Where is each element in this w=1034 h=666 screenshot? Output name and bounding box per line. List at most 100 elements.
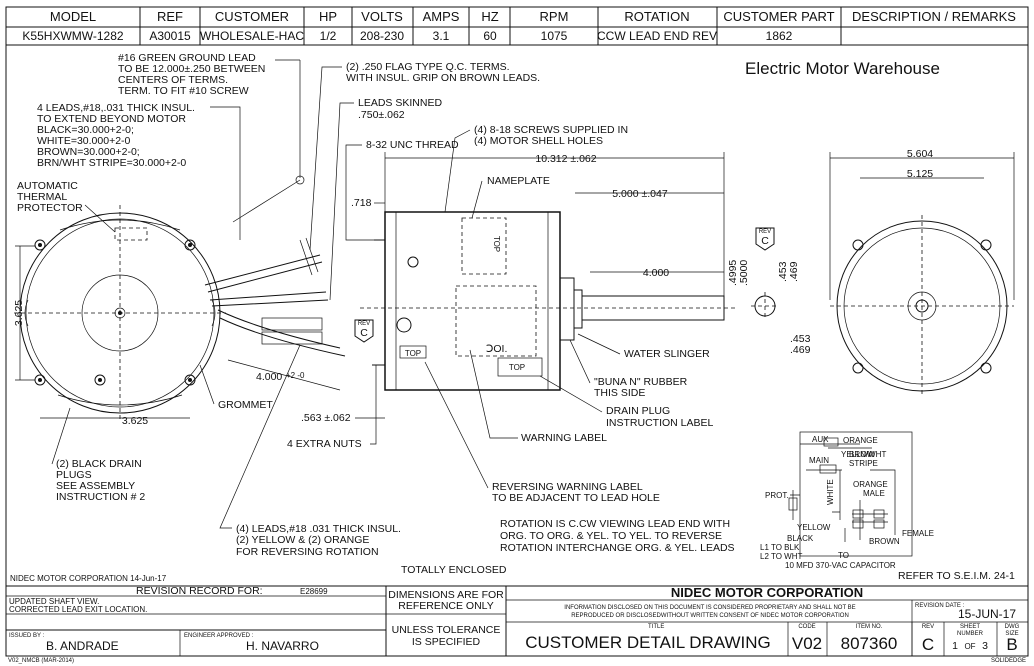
svg-text:BRN/WHT STRIPE=30.000+2-0: BRN/WHT STRIPE=30.000+2-0 [37,157,186,169]
rev-badge-right: REV C [755,227,775,251]
val-model: K55HXWMW-1282 [22,29,123,43]
wire-yellow-top: YELLOW [841,450,875,459]
svg-text:TO BE ADJACENT TO LEAD HOLE: TO BE ADJACENT TO LEAD HOLE [492,492,660,504]
title-block: REVISION RECORD FOR: E28699 UPDATED SHAF… [5,585,1029,657]
callout-warning-label: WARNING LABEL [521,432,607,444]
callout-flag-terms: (2) .250 FLAG TYPE Q.C. TERMS. WITH INSU… [309,61,540,251]
rev-label: REV [922,624,934,630]
svg-text:(4) LEADS,#18 .031 THICK INSUL: (4) LEADS,#18 .031 THICK INSUL. [236,523,401,535]
wire-main: MAIN [809,456,829,465]
val-hz: 60 [483,29,497,43]
col-rpm: RPM [540,9,569,24]
brand-watermark: Electric Motor Warehouse [745,59,940,78]
callout-drain-plug-label: DRAIN PLUG INSTRUCTION LABEL [539,375,714,429]
dims-note-1: DIMENSIONS ARE FOR [388,589,504,601]
issued-by-label: ISSUED BY : [9,633,45,639]
svg-text:SEE ASSEMBLY: SEE ASSEMBLY [56,480,135,492]
dim-5000: 5.000 ±.047 [612,188,668,200]
callout-reversing-leads: (4) LEADS,#18 .031 THICK INSUL. (2) YELL… [219,344,401,558]
shaft-end-view [830,215,1014,397]
callout-grommet: GROMMET [218,399,273,411]
tolerance-note-1: UNLESS TOLERANCE [392,624,501,636]
val-customer-part: 1862 [766,29,793,43]
wire-black: BLACK [787,534,814,543]
svg-text:TERM. TO FIT #10 SCREW: TERM. TO FIT #10 SCREW [118,85,249,97]
issued-by: B. ANDRADE [46,639,119,653]
rotation-note: ROTATION IS C.CW VIEWING LEAD END WITH O… [500,518,735,554]
dim-4995: .4995 [727,260,739,286]
svg-text:INSTRUCTION LABEL: INSTRUCTION LABEL [606,417,714,429]
code-value: V02 [792,634,822,653]
rev-value: C [922,635,934,654]
col-customer: CUSTOMER [215,9,289,24]
svg-text:THERMAL: THERMAL [17,191,67,203]
refer-seim: REFER TO S.E.I.M. 24-1 [898,570,1015,582]
callout-buna-rubber: "BUNA N" RUBBER THIS SIDE [569,339,688,399]
engineer-label: ENGINEER APPROVED : [184,633,254,639]
val-amps: 3.1 [433,29,450,43]
svg-text:#16 GREEN GROUND LEAD: #16 GREEN GROUND LEAD [118,52,256,64]
callout-nameplate: NAMEPLATE [487,175,550,187]
svg-text:C: C [360,327,368,339]
sheet-total: 3 [982,640,988,652]
svg-text:TO BE 12.000±.250 BETWEEN: TO BE 12.000±.250 BETWEEN [118,63,265,75]
val-customer: WHOLESALE-HAC [200,29,304,43]
col-customer-part: CUSTOMER PART [723,9,834,24]
top-mark-3: TOP [509,363,525,372]
callout-extra-nuts: 4 EXTRA NUTS [287,438,362,450]
svg-text:LEADS SKINNED: LEADS SKINNED [358,97,442,109]
dim-10312: 10.312 ±.062 [535,153,596,165]
drawing-title: CUSTOMER DETAIL DRAWING [525,633,771,652]
wire-l2: L2 TO WHT [760,552,802,561]
dims-note-2: REFERENCE ONLY [398,600,494,612]
sheet-label-1: SHEET [960,624,980,630]
revision-record-label: REVISION RECORD FOR: [136,585,263,597]
wire-prot: PROT. [765,491,789,500]
dim-4000-tol: +2 -0 [286,371,305,380]
dwg-label-1: DWG [1005,624,1020,630]
sheet-label-2: NUMBER [957,631,984,637]
sheet-of: OF [964,642,975,651]
svg-text:WITH INSUL. GRIP ON BROWN LEAD: WITH INSUL. GRIP ON BROWN LEADS. [346,72,540,84]
svg-text:ORG. TO ORG. & YEL. TO YEL. TO: ORG. TO ORG. & YEL. TO YEL. TO REVERSE [500,530,722,542]
callout-ground-lead: #16 GREEN GROUND LEAD TO BE 12.000±.250 … [118,52,301,178]
dim-718: .718 [351,197,372,209]
svg-text:WHITE=30.000+2-0: WHITE=30.000+2-0 [37,135,131,147]
val-rotation: CCW LEAD END REV [597,29,717,43]
wire-brown: BROWN [869,537,900,546]
totally-enclosed: TOTALLY ENCLOSED [401,564,507,576]
svg-text:AUTOMATIC: AUTOMATIC [17,180,78,192]
wire-white: WHITE [826,479,835,505]
svg-text:REV: REV [759,229,771,235]
col-amps: AMPS [423,9,460,24]
col-rotation: ROTATION [624,9,689,24]
dwg-size: B [1006,635,1017,654]
dim-5125: 5.125 [907,168,933,180]
dim-5604: 5.604 [907,148,933,160]
revision-code: E28699 [300,587,328,596]
svg-text:REV: REV [358,321,370,327]
sheet-value: 1 [952,640,958,652]
svg-text:(2) BLACK DRAIN: (2) BLACK DRAIN [56,458,142,470]
val-volts: 208-230 [360,29,404,43]
dim-563: .563 ±.062 [301,412,351,424]
dim-453b: .453 [790,333,811,345]
svg-text:PROTECTOR: PROTECTOR [17,202,83,214]
wire-female: FEMALE [902,529,934,538]
val-ref: A30015 [149,29,191,43]
svg-text:THIS SIDE: THIS SIDE [594,387,645,399]
engineer: H. NAVARRO [246,639,319,653]
svg-text:BLACK=30.000+2-0;: BLACK=30.000+2-0; [37,124,134,136]
wire-orange: ORANGE [843,436,878,445]
proprietary-1: INFORMATION DISCLOSED ON THIS DOCUMENT I… [564,605,855,611]
dim-3625-vertical: 3.625 [13,300,25,326]
svg-text:ROTATION IS C.CW VIEWING LEAD: ROTATION IS C.CW VIEWING LEAD END WITH [500,518,730,530]
col-volts: VOLTS [361,9,403,24]
wire-brn-wht-2: STRIPE [849,459,878,468]
svg-text:(4) MOTOR SHELL HOLES: (4) MOTOR SHELL HOLES [474,135,603,147]
val-hp: 1/2 [320,29,337,43]
rev-badge-center: REV C [354,319,374,343]
svg-text:"BUNA N" RUBBER: "BUNA N" RUBBER [594,376,688,388]
svg-text:ROTATION INTERCHANGE ORG. & YE: ROTATION INTERCHANGE ORG. & YEL. LEADS [500,542,735,554]
